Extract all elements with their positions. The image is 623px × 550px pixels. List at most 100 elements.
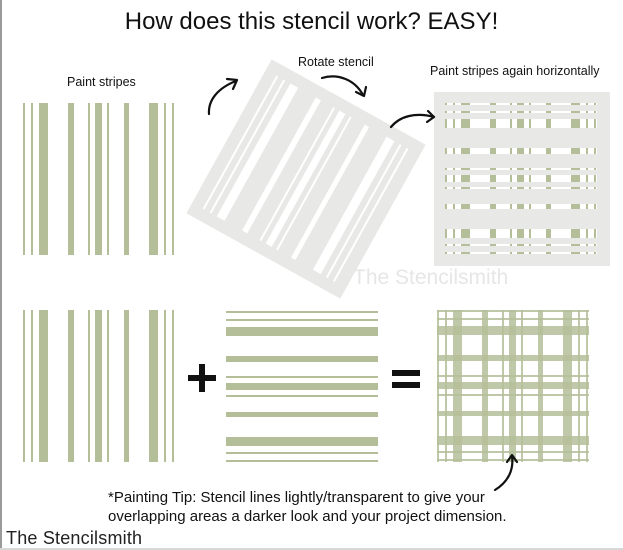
plaid-vertical-stripe	[437, 310, 439, 462]
paint-patch	[594, 111, 596, 113]
paint-patch	[586, 229, 588, 238]
paint-patch	[571, 229, 580, 238]
paint-patch	[546, 204, 551, 209]
paint-patch	[571, 103, 580, 105]
paint-patch	[490, 187, 496, 189]
vertical-stripe	[107, 310, 109, 462]
step-3-label: Paint stripes again horizontally	[430, 64, 600, 78]
paint-patch	[517, 148, 524, 154]
arrow-icon-3	[389, 113, 436, 129]
plus-sign	[188, 364, 216, 392]
vertical-stripe	[23, 310, 25, 462]
paint-patch	[594, 103, 596, 105]
paint-patch	[529, 229, 531, 238]
paint-patch	[490, 175, 496, 182]
paint-patch	[529, 119, 531, 128]
paint-patch	[529, 103, 531, 105]
paint-patch	[517, 175, 524, 182]
paint-patch	[586, 252, 588, 254]
paint-patch	[571, 168, 580, 170]
paint-patch	[510, 119, 512, 128]
stencil-cutout	[209, 79, 286, 214]
horizontal-stripe	[226, 327, 378, 336]
paint-patch	[510, 187, 512, 189]
paint-patch	[453, 229, 455, 238]
vertical-stripe	[172, 310, 174, 462]
stencil-cutout	[326, 144, 402, 278]
paint-patch	[453, 244, 455, 246]
paint-patch	[546, 119, 551, 128]
arrow-icon-4	[493, 454, 514, 492]
paint-patch	[594, 148, 596, 154]
vertical-stripes-result-left	[23, 310, 174, 462]
paint-patch	[490, 103, 496, 105]
paint-patch	[461, 187, 470, 189]
paint-patch	[529, 168, 531, 170]
paint-patch	[517, 204, 524, 209]
vertical-stripes-step1	[23, 103, 174, 255]
paint-patch	[490, 119, 496, 128]
vertical-stripe	[23, 103, 25, 255]
paint-patch	[546, 168, 551, 170]
paint-patch	[461, 103, 470, 105]
paint-patch	[517, 168, 524, 170]
arrow-icon-2-head	[354, 85, 368, 98]
horizontal-stripe	[226, 437, 378, 446]
paint-patch	[490, 111, 496, 113]
plaid-vertical-stripe	[482, 310, 488, 462]
paint-patch	[510, 204, 512, 209]
paint-patch	[517, 103, 524, 105]
vertical-stripe	[88, 103, 90, 255]
rotated-stencil	[186, 59, 426, 299]
paint-patch	[453, 187, 455, 189]
paint-patch	[461, 148, 470, 154]
plaid-vertical-stripe	[521, 310, 523, 462]
paint-patch	[546, 229, 551, 238]
vertical-stripe	[124, 103, 129, 255]
vertical-stripe	[31, 310, 33, 462]
paint-patch	[517, 252, 524, 254]
vertical-stripe	[39, 103, 48, 255]
paint-patch	[445, 252, 447, 254]
frame-bottom-border	[0, 548, 623, 550]
horizontal-stripe	[226, 311, 378, 313]
paint-patch	[461, 229, 470, 238]
paint-patch	[546, 175, 551, 182]
paint-patch	[490, 148, 496, 154]
paint-patch	[490, 229, 496, 238]
paint-patch	[586, 175, 588, 182]
stencil-cutout	[291, 124, 370, 261]
plaid-vertical-stripe	[445, 310, 447, 462]
vertical-stripe	[68, 103, 74, 255]
arrow-icon-2	[320, 75, 365, 97]
page-title: How does this stencil work? EASY!	[124, 8, 499, 35]
paint-patch	[594, 168, 596, 170]
paint-patch	[571, 252, 580, 254]
step-1-label: Paint stripes	[67, 75, 136, 89]
horizontal-painted-stencil	[434, 92, 610, 266]
paint-patch	[453, 175, 455, 182]
paint-patch	[510, 168, 512, 170]
vertical-stripe	[164, 310, 166, 462]
paint-patch	[445, 187, 447, 189]
vertical-stripe	[31, 103, 33, 255]
paint-patch	[453, 168, 455, 170]
stencil-cutout	[276, 116, 352, 251]
vertical-stripe	[149, 103, 158, 255]
arrow-icon-1-head	[225, 77, 239, 91]
paint-patch	[453, 204, 455, 209]
paint-patch	[546, 244, 551, 246]
tip-line-2: overlapping areas a darker look and your…	[108, 508, 507, 525]
paint-patch	[594, 204, 596, 209]
paint-patch	[571, 244, 580, 246]
paint-patch	[510, 229, 512, 238]
plaid-vertical-stripe	[586, 310, 588, 462]
horizontal-stripe	[226, 452, 378, 454]
paint-patch	[510, 111, 512, 113]
plaid-vertical-stripe	[563, 310, 572, 462]
paint-patch	[529, 111, 531, 113]
paint-patch	[461, 119, 470, 128]
plaid-vertical-stripe	[538, 310, 543, 462]
paint-patch	[517, 119, 524, 128]
paint-patch	[490, 204, 496, 209]
